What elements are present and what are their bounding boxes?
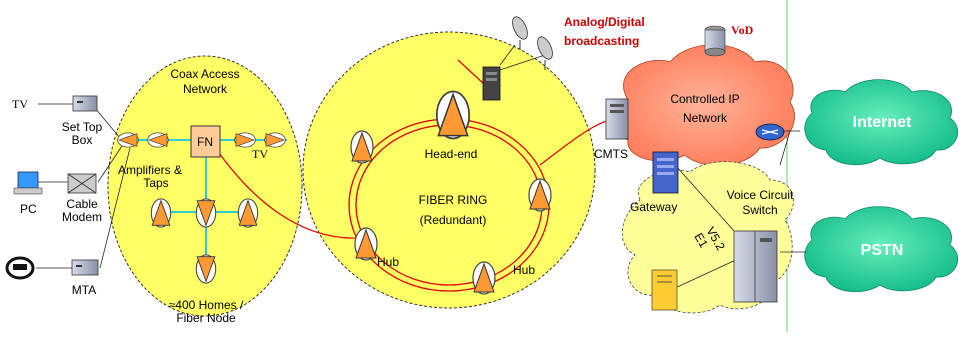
hub-label: Hub [513,263,535,277]
tv-icon: TV [12,97,28,111]
cable-modem-icon [67,173,97,194]
headend-label: Head-end [425,147,478,161]
amplifier-icon [147,132,169,148]
amplifiers-label: Amplifiers &Taps [118,163,182,190]
cmts-label: CMTS [594,147,628,161]
satellite-dish-icon [537,36,553,70]
satellite-dish-icon [512,16,528,50]
homes-per-node-label: ≈400 Homes /Fiber Node [169,298,244,325]
pbx-icon [651,269,678,311]
fiber-ring-area [302,31,596,309]
amplifier-icon [350,130,374,164]
amplifier-icon [195,254,217,284]
pstn-cloud [804,206,959,292]
amplifier-icon [237,198,259,228]
e1-label: E1 [691,231,711,251]
fiber-ring-label: FIBER RING(Redundant) [419,193,488,227]
tv-right-label: TV [252,147,268,161]
vod-server-icon [704,25,726,57]
internet-label: Internet [853,114,912,131]
phone-icon [5,256,35,280]
mta-icon [71,259,99,276]
router-icon [755,123,785,141]
server-icon [482,66,501,101]
fiber-links [209,59,611,239]
gateway-label: Gateway [630,200,677,214]
amplifier-icon [150,198,172,228]
hub-label: Hub [377,255,399,269]
pc-label: PC [20,202,37,216]
headend-icon [435,90,471,140]
hub-icon [354,227,378,261]
svg-text:FN: FN [197,135,213,149]
set-top-box-icon [72,95,98,112]
cmts-icon [605,98,629,140]
switch-icon [733,230,778,303]
internet-cloud [804,79,959,165]
ip-network-cloud [612,44,795,166]
gateway-icon [652,151,679,194]
vod-label: VoD [731,23,754,37]
amplifier-icon [117,132,139,148]
pstn-label: PSTN [861,242,904,259]
amplifier-icon [264,132,286,148]
amplifier-icon [234,132,256,148]
fiber-node-icon: FN [190,125,221,158]
amplifier-icon [528,178,552,212]
amplifier-icon [195,198,217,228]
svg-text:TV: TV [12,97,28,111]
hub-icon [472,261,496,295]
pc-icon [13,171,43,195]
mta-label: MTA [72,283,96,297]
